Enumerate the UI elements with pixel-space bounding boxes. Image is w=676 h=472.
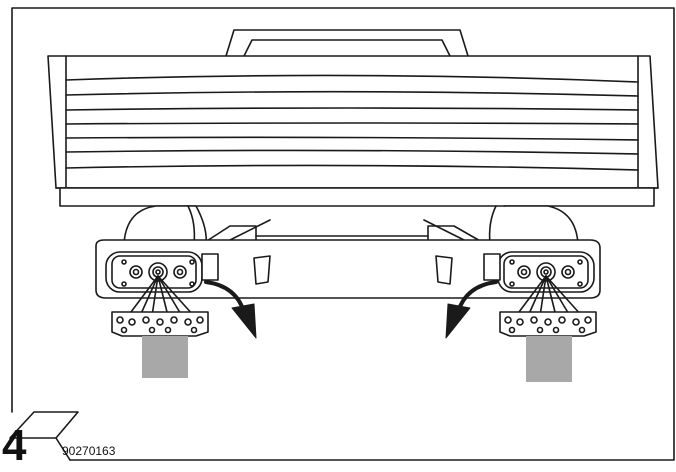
connector-block-right: [483, 251, 595, 293]
connector-block-left: [105, 251, 219, 293]
terminal-left: [111, 275, 209, 378]
frame-tab: [9, 411, 79, 439]
mounting-bracket-right: [526, 336, 572, 382]
mounting-bracket-left: [142, 336, 188, 378]
terminal-right: [499, 275, 597, 382]
rotate-arrow-icon: [445, 280, 498, 339]
handle: [225, 29, 469, 57]
base-plate: [59, 187, 655, 207]
reference-code: 90270163: [62, 444, 116, 458]
louver-panel: [47, 55, 659, 189]
lower-console: [95, 239, 601, 299]
step-number: 4: [2, 421, 27, 470]
support-pillars: [123, 205, 579, 247]
frame-tab-line: [55, 437, 71, 461]
frame-border: [11, 7, 675, 461]
rotate-arrow-icon: [204, 280, 257, 339]
